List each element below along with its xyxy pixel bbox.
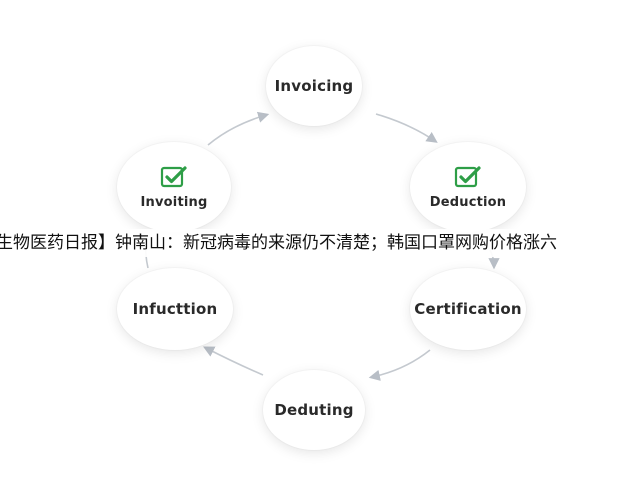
node-invoiting-label: Invoiting: [140, 194, 208, 210]
node-certification: Certification: [410, 268, 526, 350]
arrow-certification-to-deduting: [368, 349, 431, 381]
news-ticker-text: 生物医药日报】钟南山：新冠病毒的来源仍不清楚；韩国口罩网购价格涨六: [0, 233, 557, 253]
node-deduction-label: Deduction: [429, 194, 507, 210]
arrow-deduting-to-infuction: [203, 346, 264, 376]
node-invoicing-label: Invoicing: [274, 77, 354, 95]
node-infuction-label: Infucttion: [132, 300, 218, 318]
arrow-invoiting-to-invoicing: [207, 111, 270, 146]
green-check-icon: [160, 165, 187, 187]
node-infuction: Infucttion: [117, 268, 233, 350]
node-deduting: Deduting: [263, 370, 365, 450]
node-invoicing: Invoicing: [266, 46, 362, 126]
green-check-icon: [454, 165, 481, 187]
arrow-invoicing-to-deduction: [375, 113, 438, 143]
node-deduction: Deduction: [410, 142, 526, 232]
node-certification-label: Certification: [414, 300, 522, 318]
node-deduting-label: Deduting: [274, 401, 354, 419]
node-invoiting: Invoiting: [117, 142, 231, 232]
news-ticker-banner: 生物医药日报】钟南山：新冠病毒的来源仍不清楚；韩国口罩网购价格涨六: [0, 229, 640, 257]
